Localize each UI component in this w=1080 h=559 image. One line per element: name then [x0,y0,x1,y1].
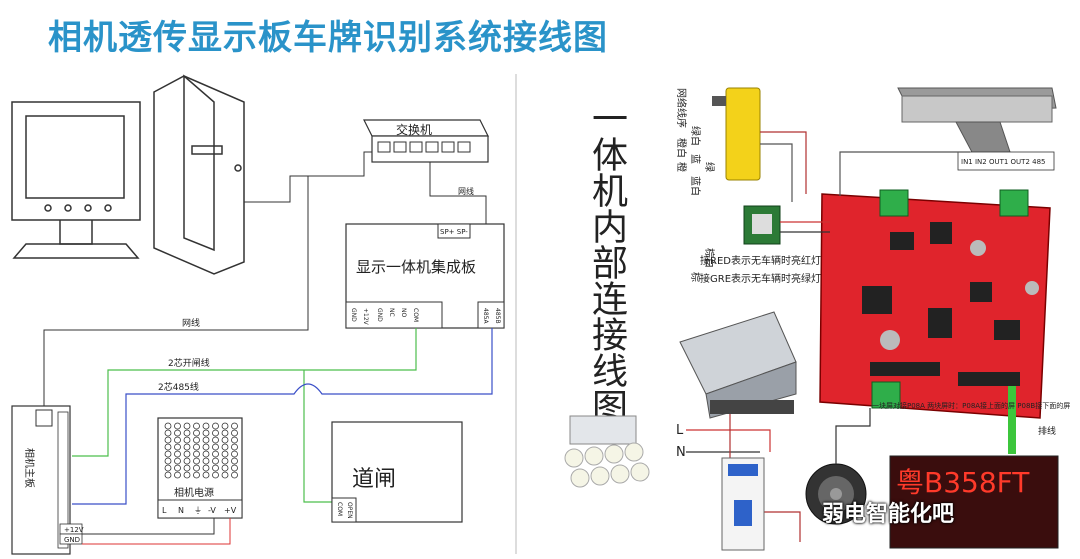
line-n-label: N [676,445,686,460]
psu-label: 相机电源 [174,486,214,499]
board-label: 显示一体机集成板 [356,258,476,276]
terminal-labels: IN1 IN2 OUT1 OUT2 485 [961,158,1046,166]
rs485-wire-label: 2芯485线 [158,381,199,393]
vertical-title: 一体机内部连接线图 [586,100,627,424]
led-display: 粤B358FT [889,455,1059,549]
switch-label: 交换机 [396,122,432,137]
barrier-gate: 道闸 COM OPEN [331,421,463,523]
camera-main-board: 相机主板 +12V GND [11,405,84,555]
watermark: 弱电智能化吧 [822,502,955,527]
line-l-label: L [676,423,684,438]
circuit-breaker [721,457,765,551]
camera-power-supply: 相机电源 L N ⏚ -V +V [157,417,243,519]
power-supply-unit [679,311,797,419]
net-wire-label-2: 网线 [182,317,200,329]
led-screen-note: 一块屏对接P08A 两块屏时：P08A接上面的屏 P08B接下面的屏 [872,401,1070,410]
left-wiring-diagram: 交换机 网线 SP+ SP- 显示一体机集成板 GND +12V GND NC … [8,72,518,556]
svg-text:橙: 橙 [675,162,688,172]
computer-tower-icon [153,74,245,275]
wire-order-list: 网络线序 橙白 橙 绿白 蓝 蓝白 绿 棕白 棕 [675,88,716,282]
svg-text:COM: COM [412,308,419,322]
led-plate-text: 粤B358FT [896,466,1030,499]
cable-label: 排线 [1038,425,1056,437]
svg-text:蓝: 蓝 [689,154,701,164]
camera-icon [897,87,1057,157]
svg-text:棕白: 棕白 [703,248,716,268]
svg-text:绿白: 绿白 [689,126,702,146]
svg-text:+12V: +12V [362,308,369,326]
svg-text:OPEN: OPEN [346,502,353,519]
red-control-board [819,189,1051,419]
green-light-note: 接GRE表示无车辆时亮绿灯 [700,272,821,285]
gate-wire-label: 2芯开闸线 [168,357,210,369]
right-connection-illustration: 网络线序 橙白 橙 绿白 蓝 蓝白 绿 棕白 棕 IN1 IN2 OUT1 [564,87,1070,551]
svg-text:NC: NC [388,308,395,317]
svg-text:COM: COM [336,502,343,516]
integrated-board: SP+ SP- 显示一体机集成板 GND +12V GND NC NO COM … [345,223,505,329]
svg-text:棕: 棕 [689,272,702,282]
gate-label: 道闸 [352,467,396,492]
svg-text:SP+ SP-: SP+ SP- [440,228,468,236]
svg-text:蓝白: 蓝白 [689,176,702,196]
svg-text:485B: 485B [494,308,501,324]
led-lamp [564,415,650,488]
network-switch: 交换机 [363,119,489,163]
red-light-note: 接RED表示无车辆时亮红灯 [700,254,821,267]
svg-text:⏚: ⏚ [194,506,202,515]
svg-text:GND: GND [64,536,80,544]
svg-text:网络线序: 网络线序 [675,88,688,128]
svg-text:L: L [162,506,167,515]
svg-text:GND: GND [350,308,357,322]
svg-text:橙白: 橙白 [675,138,688,158]
svg-text:NO: NO [400,308,407,317]
relay-module [712,87,761,181]
svg-text:+V: +V [224,506,237,515]
net-wire-label-1: 网线 [458,186,474,196]
svg-text:N: N [178,506,184,515]
svg-text:GND: GND [376,308,383,322]
svg-text:485A: 485A [482,308,489,324]
svg-text:绿: 绿 [703,162,716,172]
camera-board-label: 相机主板 [23,448,36,488]
svg-text:-V: -V [208,506,216,515]
monitor-icon [11,101,141,259]
svg-text:+12V: +12V [64,526,84,534]
page-title: 相机透传显示板车牌识别系统接线图 [48,18,608,58]
